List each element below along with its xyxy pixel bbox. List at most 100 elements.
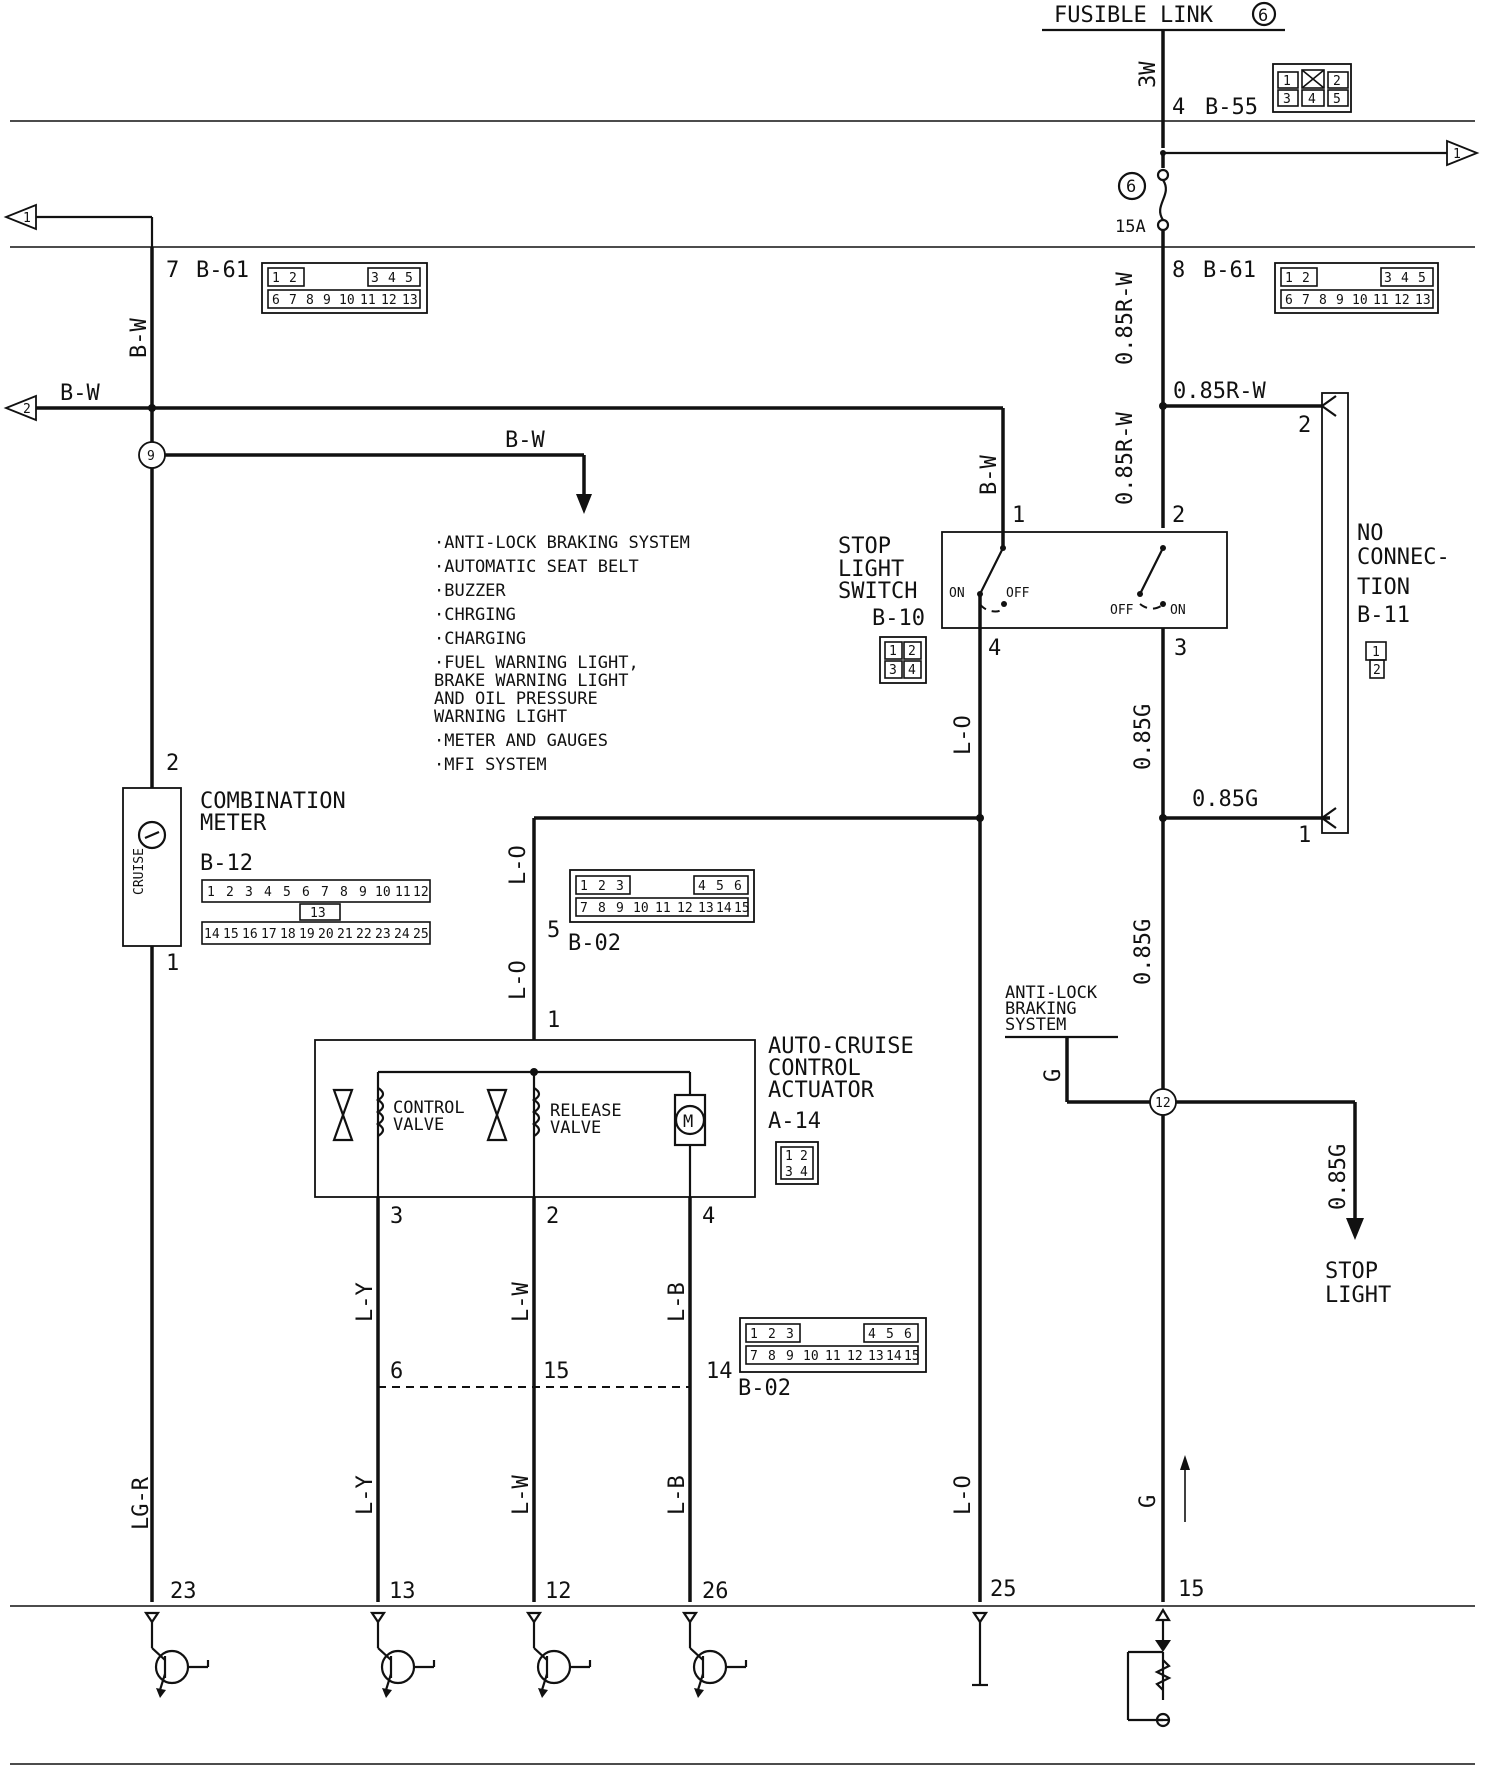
wire-lo-lower-label: L-O (506, 960, 531, 1000)
svg-text:2: 2 (768, 1327, 776, 1342)
svg-text:13: 13 (310, 906, 326, 921)
b11-connector-face: 1 2 (1365, 641, 1387, 679)
svg-text:9: 9 (1336, 293, 1344, 308)
offpage-arrow-2-left (3, 394, 37, 422)
systems-arrow (576, 494, 592, 514)
svg-text:11: 11 (825, 1349, 841, 1364)
svg-text:BRAKE WARNING LIGHT: BRAKE WARNING LIGHT (434, 671, 628, 691)
systems-list: ·ANTI-LOCK BRAKING SYSTEM ·AUTOMATIC SEA… (434, 533, 690, 775)
wire-stop-light-label: 0.85G (1326, 1144, 1351, 1210)
svg-text:11: 11 (360, 293, 376, 308)
ecu-pin-23: 23 (170, 1579, 197, 1604)
auto-cruise-actuator: CONTROL VALVE RELEASE VALVE M 1 3 2 4 (314, 1008, 756, 1229)
wire-lw-upper-label: L-W (509, 1282, 534, 1322)
svg-text:11: 11 (395, 885, 411, 900)
wire-lw-lower-label: L-W (509, 1475, 534, 1515)
input-25-icon (971, 1611, 989, 1687)
offpage-ref-1-left: 1 (23, 211, 31, 226)
actuator-title3: ACTUATOR (768, 1078, 875, 1103)
no-connection-line2: CONNEC- (1357, 545, 1450, 570)
actuator-pin-4: 4 (702, 1204, 715, 1229)
wire-ly-upper-label: L-Y (353, 1282, 378, 1322)
switch-pin-2: 2 (1172, 503, 1185, 528)
cruise-label: CRUISE (132, 848, 147, 895)
svg-text:8: 8 (306, 293, 314, 308)
b02-bottom-connector-face: 1 2 3 4 5 6 7 8 9 10 11 12 13 14 15 (739, 1317, 927, 1373)
svg-text:·MFI SYSTEM: ·MFI SYSTEM (434, 755, 547, 775)
svg-text:13: 13 (698, 901, 714, 916)
b55-pin: 4 (1172, 95, 1185, 120)
motor-label: M (683, 1112, 693, 1132)
stop-light-switch-title1: STOP (838, 534, 891, 559)
b11-id: B-11 (1357, 603, 1410, 628)
svg-text:1: 1 (889, 644, 897, 659)
svg-text:2: 2 (800, 1149, 808, 1164)
a14-connector-face: 1 2 3 4 (775, 1141, 819, 1185)
svg-text:1: 1 (1285, 271, 1293, 286)
fuse-number-circle (1117, 171, 1147, 201)
stop-light-label-1: STOP (1325, 1259, 1378, 1284)
no-connection-line1: NO (1357, 521, 1384, 546)
svg-text:5: 5 (1418, 271, 1426, 286)
svg-text:8: 8 (1319, 293, 1327, 308)
combination-meter-title2: METER (200, 811, 267, 836)
svg-text:5: 5 (283, 885, 291, 900)
svg-text:3: 3 (786, 1327, 794, 1342)
wire-ly-lower-label: L-Y (353, 1475, 378, 1515)
b55-connector: B-55 (1205, 95, 1258, 120)
svg-text:AND OIL PRESSURE: AND OIL PRESSURE (434, 689, 598, 709)
svg-text:·ANTI-LOCK BRAKING SYSTEM: ·ANTI-LOCK BRAKING SYSTEM (434, 533, 690, 553)
svg-text:14: 14 (716, 901, 732, 916)
flow-arrow-up-icon (1180, 1455, 1190, 1470)
actuator-pin-1: 1 (547, 1008, 560, 1033)
svg-text:15: 15 (734, 901, 750, 916)
b02-top-connector-face: 1 2 3 4 5 6 7 8 9 10 11 12 13 14 15 (569, 869, 755, 923)
svg-text:5: 5 (886, 1327, 894, 1342)
wire-lgr-label: LG-R (129, 1476, 154, 1530)
svg-text:13: 13 (1415, 293, 1431, 308)
svg-text:8: 8 (768, 1349, 776, 1364)
svg-text:21: 21 (337, 927, 353, 942)
actuator-title1: AUTO-CRUISE (768, 1034, 914, 1059)
ecu-pin-15: 15 (1178, 1577, 1205, 1602)
offpage-ref-2-left: 2 (23, 402, 31, 417)
input-15-icon (1126, 1607, 1172, 1728)
switch-pin-1: 1 (1012, 503, 1025, 528)
b61-left-pin: 7 (166, 258, 179, 283)
svg-text:19: 19 (299, 927, 315, 942)
stop-light-switch-title3: SWITCH (838, 579, 917, 604)
svg-text:7: 7 (321, 885, 329, 900)
wire-bw-left-label: B-W (127, 318, 152, 358)
svg-text:4: 4 (908, 663, 916, 678)
svg-text:12: 12 (677, 901, 693, 916)
svg-text:1: 1 (1283, 74, 1291, 89)
switch-off-left: OFF (1006, 586, 1030, 601)
svg-text:·AUTOMATIC SEAT BELT: ·AUTOMATIC SEAT BELT (434, 557, 639, 577)
ecu-pin-13: 13 (389, 1579, 416, 1604)
svg-text:7: 7 (750, 1349, 758, 1364)
fusible-link-number: 6 (1258, 6, 1268, 26)
svg-text:3: 3 (616, 879, 624, 894)
abs-label-line1: ANTI-LOCK (1005, 983, 1098, 1003)
svg-text:4: 4 (868, 1327, 876, 1342)
svg-text:WARNING LIGHT: WARNING LIGHT (434, 707, 567, 727)
svg-text:4: 4 (1401, 271, 1409, 286)
fusible-link-number-circle (1251, 1, 1277, 27)
switch-off-right: OFF (1110, 603, 1134, 618)
wire-g-ecu-label: G (1136, 1495, 1161, 1508)
svg-text:3: 3 (1283, 92, 1291, 107)
svg-text:12: 12 (847, 1349, 863, 1364)
b12-connector-face: 1 2 3 4 5 6 7 8 9 10 11 12 13 14 15 16 1… (201, 879, 431, 945)
offpage-arrow-1-right (1446, 139, 1480, 167)
fusible-link-wire: 3W (1136, 61, 1161, 88)
svg-text:·FUEL WARNING LIGHT,: ·FUEL WARNING LIGHT, (434, 653, 639, 673)
wire-085g-h-label: 0.85G (1192, 787, 1258, 812)
svg-text:5: 5 (1333, 92, 1341, 107)
transistor-12-icon (525, 1611, 592, 1698)
svg-text:4: 4 (800, 1165, 808, 1180)
svg-text:3: 3 (889, 663, 897, 678)
wire-rw-upper-label: 0.85R-W (1113, 272, 1138, 365)
svg-text:2: 2 (1373, 663, 1381, 678)
wire-085g-upper-label: 0.85G (1131, 704, 1156, 770)
